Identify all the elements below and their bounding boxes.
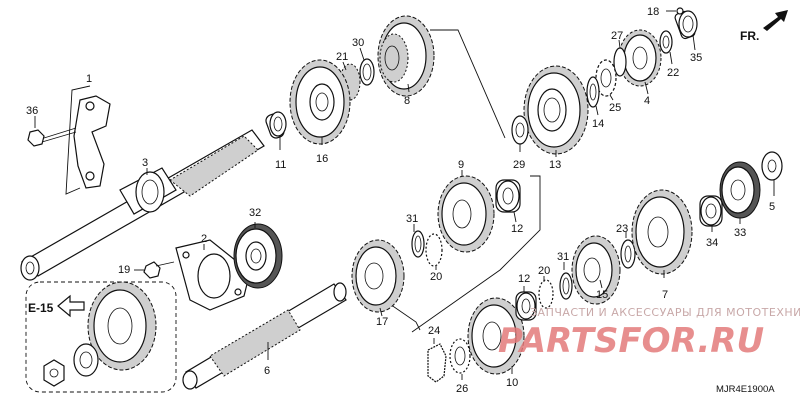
callout-14: 14 [592, 118, 604, 130]
callout-22: 22 [667, 67, 679, 79]
part-20-washer-lower [538, 279, 554, 309]
part-1-bracket [73, 95, 111, 189]
callout-11: 11 [275, 159, 286, 171]
part-17-gear [351, 239, 405, 313]
part-10-gear [467, 297, 525, 375]
part-20-washer-upper [425, 233, 443, 267]
part-2-bearing-retainer-plate [175, 239, 251, 311]
callout-6: 6 [264, 365, 270, 377]
part-5-oil-seal-collar [761, 151, 783, 181]
callout-26: 26 [456, 383, 468, 395]
part-13-gear [523, 65, 589, 155]
part-12-needle-bearing-lower [515, 291, 537, 321]
callout-30: 30 [352, 37, 364, 49]
part-8-gear [377, 15, 435, 97]
callout-16: 16 [316, 153, 328, 165]
reference-arrow-icon [57, 294, 85, 318]
e15-reference: E-15 [28, 294, 85, 318]
part-14-washer [586, 76, 600, 108]
callout-2: 2 [201, 233, 207, 245]
callout-20a: 20 [430, 271, 442, 283]
part-9-gear [437, 175, 495, 253]
callout-1: 1 [86, 73, 92, 85]
part-31-circlip-lower [559, 272, 573, 300]
part-11-bushing [265, 111, 287, 139]
part-36-bolt [27, 127, 77, 147]
part-18-pin [676, 7, 684, 15]
part-32-ball-bearing [233, 223, 283, 289]
callout-33: 33 [734, 227, 746, 239]
callout-29: 29 [513, 159, 525, 171]
part-6-countershaft [182, 282, 347, 390]
callout-27: 27 [611, 30, 623, 42]
callout-20b: 20 [538, 265, 550, 277]
part-25-splined-bushing [595, 59, 617, 97]
part-27-washer [613, 47, 627, 77]
front-direction-indicator: FR. [740, 10, 788, 43]
callout-24: 24 [428, 325, 440, 337]
part-30-circlip [359, 58, 375, 86]
callout-31a: 31 [406, 213, 418, 225]
callout-25: 25 [609, 102, 621, 114]
callout-23: 23 [616, 223, 628, 235]
part-19-bolt [143, 261, 175, 279]
part-22-thrust-washer [659, 30, 673, 54]
callout-15: 15 [596, 289, 608, 301]
callout-13: 13 [549, 159, 561, 171]
callout-34: 34 [706, 237, 718, 249]
front-arrow-icon [763, 10, 788, 31]
part-29-washer [511, 115, 529, 145]
part-31-circlip-upper [411, 230, 425, 258]
part-26-lock-washer [449, 338, 471, 374]
callout-36: 36 [26, 105, 38, 117]
part-23-washer [620, 239, 636, 269]
callout-21: 21 [336, 51, 348, 63]
part-35-needle-bearing [674, 10, 698, 40]
callout-18: 18 [647, 6, 659, 18]
part-34-needle-bearing [699, 195, 723, 227]
callout-31b: 31 [557, 251, 569, 263]
callout-19: 19 [118, 264, 130, 276]
part-12-needle-bearing-upper [495, 179, 521, 213]
callout-32: 32 [249, 207, 261, 219]
part-24-sprocket-plate [427, 343, 447, 383]
part-33-ball-bearing [719, 161, 761, 219]
callout-4: 4 [644, 95, 650, 107]
primary-drive-gear-assembly [25, 281, 177, 393]
e15-label: E-15 [28, 301, 54, 315]
watermark-text: ЗАПЧАСТИ И АКСЕССУАРЫ ДЛЯ МОТОТЕХНИКИ [530, 306, 800, 319]
part-3-main-shaft [20, 129, 265, 281]
callout-35: 35 [690, 52, 702, 64]
callout-3: 3 [142, 157, 148, 169]
direction-label: FR. [740, 29, 759, 43]
part-15-gear [571, 235, 621, 305]
callout-9: 9 [458, 159, 464, 171]
watermark-logo: PARTSFOR.RU [498, 321, 764, 361]
part-16-gear [289, 59, 351, 145]
part-7-gear [631, 189, 693, 275]
callout-5: 5 [769, 201, 775, 213]
callout-12a: 12 [511, 223, 523, 235]
callout-12b: 12 [518, 273, 530, 285]
callout-17: 17 [376, 316, 388, 328]
callout-7: 7 [662, 289, 668, 301]
figure-code: MJR4E1900A [716, 384, 775, 395]
callout-8: 8 [404, 95, 410, 107]
callout-10: 10 [506, 377, 518, 389]
watermark: ЗАПЧАСТИ И АКСЕССУАРЫ ДЛЯ МОТОТЕХНИКИ PA… [498, 306, 800, 361]
